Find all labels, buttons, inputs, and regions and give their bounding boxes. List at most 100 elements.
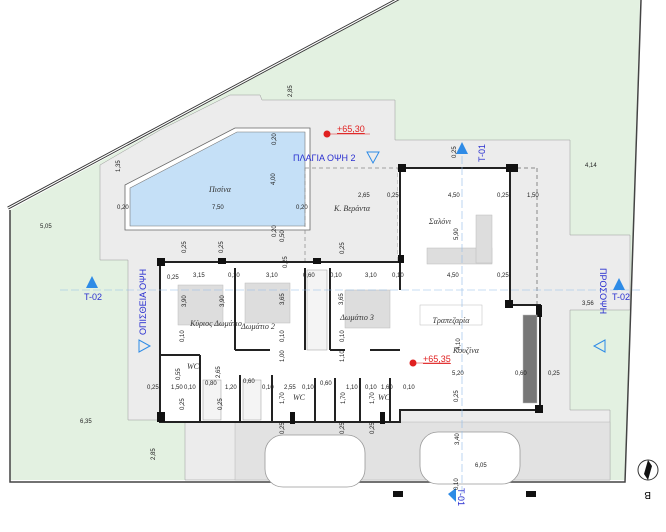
dimension-label: 0,10 bbox=[302, 385, 314, 391]
dimension-label: 0,10 bbox=[340, 330, 346, 342]
room-label-wc: WC bbox=[293, 393, 306, 402]
dimension-label: 7,50 bbox=[212, 205, 224, 211]
dimension-label: 0,25 bbox=[219, 241, 225, 253]
room-label-pool: Πισίνα bbox=[208, 185, 232, 194]
dimension-label: 3,90 bbox=[182, 295, 188, 307]
dimension-label: 1,70 bbox=[370, 392, 376, 404]
dimension-label: 0,25 bbox=[497, 273, 509, 279]
cars bbox=[264, 431, 521, 488]
dimension-label: 0,60 bbox=[303, 273, 315, 279]
dimension-label: 0,25 bbox=[283, 256, 289, 268]
dimension-label: 0,10 bbox=[392, 273, 404, 279]
section-t02-left-label: T-02 bbox=[84, 292, 102, 302]
dimension-label: 6,05 bbox=[475, 463, 487, 469]
dimension-label: 1,70 bbox=[341, 392, 347, 404]
dimension-label: 6,35 bbox=[80, 419, 92, 425]
section-marker-t01-bottom bbox=[448, 488, 456, 502]
level-center: +65,35 bbox=[423, 354, 451, 364]
dimension-label: 2,65 bbox=[216, 366, 222, 378]
dimension-label: 4,00 bbox=[271, 173, 277, 185]
dimension-label: 0,25 bbox=[387, 193, 399, 199]
dimension-label: 0,20 bbox=[272, 225, 278, 237]
dimension-label: 0,10 bbox=[280, 330, 286, 342]
dimension-label: 3,10 bbox=[365, 273, 377, 279]
north-label: B bbox=[644, 489, 651, 500]
elevation-side2-label: ΠΛΑΓΙΑ ΟΨΗ 2 bbox=[293, 153, 356, 163]
dimension-label: 0,10 bbox=[184, 385, 196, 391]
dimension-label: 0,20 bbox=[117, 205, 129, 211]
dimension-label: 0,25 bbox=[370, 422, 376, 434]
room-label-master: Κύριος Δωμάτιο bbox=[189, 319, 242, 328]
dimension-label: 0,10 bbox=[262, 385, 274, 391]
dimension-label: 0,60 bbox=[320, 381, 332, 387]
dimension-label: 0,80 bbox=[205, 381, 217, 387]
room-label-veranda: Κ. Βεράντα bbox=[333, 204, 371, 213]
dimension-label: 0,60 bbox=[515, 371, 527, 377]
dimension-label: 1,50 bbox=[171, 385, 183, 391]
elevation-front-label: ΠΡΟΣΟΨΗ bbox=[598, 268, 608, 314]
dimension-label: 0,10 bbox=[365, 385, 377, 391]
dimension-label: 0,25 bbox=[182, 241, 188, 253]
dimension-label: 1,00 bbox=[280, 350, 286, 362]
room-label-wc: WC bbox=[187, 362, 200, 371]
dimension-label: 0,10 bbox=[403, 385, 415, 391]
dimension-label: 3,15 bbox=[193, 273, 205, 279]
section-marker-t01-top bbox=[456, 142, 468, 154]
elevation-rear-label: ΟΠΙΣΘΕΙΑ ΟΨΗ bbox=[138, 269, 148, 335]
dimension-label: 0,25 bbox=[147, 385, 159, 391]
dimension-label: 4,50 bbox=[448, 193, 460, 199]
room-label-living: Σαλόνι bbox=[428, 217, 451, 226]
room-label-dining: Τραπεζαρία bbox=[433, 316, 471, 325]
section-t02-right-label: T-02 bbox=[612, 292, 630, 302]
level-top: +65,30 bbox=[337, 124, 365, 134]
dimension-label: 0,60 bbox=[243, 379, 255, 385]
section-marker-t02-left bbox=[86, 276, 98, 288]
dimension-label: 0,25 bbox=[180, 398, 186, 410]
dimension-label: 4,14 bbox=[585, 163, 597, 169]
dimension-label: 1,10 bbox=[346, 385, 358, 391]
dimension-label: 2,85 bbox=[151, 448, 157, 460]
room-label-bed3: Δωμάτιο 3 bbox=[339, 313, 374, 322]
dimension-label: 5,05 bbox=[40, 224, 52, 230]
section-t01-top-label: T-01 bbox=[477, 144, 487, 162]
dimension-label: 5,20 bbox=[452, 371, 464, 377]
stair bbox=[202, 269, 328, 421]
dimension-label: 3,65 bbox=[280, 293, 286, 305]
dimension-label: 2,65 bbox=[358, 193, 370, 199]
dimension-label: 1,10 bbox=[340, 350, 346, 362]
dimension-label: 3,56 bbox=[582, 301, 594, 307]
dimension-label: 0,50 bbox=[280, 230, 286, 242]
dimension-label: 0,25 bbox=[548, 371, 560, 377]
dimension-label: 0,10 bbox=[228, 273, 240, 279]
dimension-label: 0,25 bbox=[497, 193, 509, 199]
dimension-label: 0,25 bbox=[454, 390, 460, 402]
room-label-kitchen: Κουζίνα bbox=[452, 346, 480, 355]
dimension-label: 1,50 bbox=[527, 193, 539, 199]
elevation-marker-front bbox=[592, 339, 606, 353]
dimension-label: 2,55 bbox=[284, 385, 296, 391]
dimension-label: 0,55 bbox=[176, 368, 182, 380]
furniture bbox=[177, 214, 538, 404]
dimension-label: 0,25 bbox=[340, 242, 346, 254]
elevation-marker-rear bbox=[138, 339, 152, 353]
dimension-label: 0,25 bbox=[452, 146, 458, 158]
dimension-label: 0,10 bbox=[180, 330, 186, 342]
dimension-label: 3,65 bbox=[339, 293, 345, 305]
dimension-label: 0,25 bbox=[340, 422, 346, 434]
dimension-label: 0,25 bbox=[167, 275, 179, 281]
dimension-label: 0,25 bbox=[280, 422, 286, 434]
dimension-label: 5,90 bbox=[454, 228, 460, 240]
dimension-label: 1,20 bbox=[225, 385, 237, 391]
section-marker-t02-right bbox=[613, 278, 625, 290]
dimension-label: 4,10 bbox=[456, 338, 462, 350]
dimension-label: 2,85 bbox=[288, 85, 294, 97]
dimension-label: 1,35 bbox=[116, 160, 122, 172]
room-label-wc: WC bbox=[378, 393, 391, 402]
dimension-label: 3,10 bbox=[266, 273, 278, 279]
dimension-label: 3,90 bbox=[220, 295, 226, 307]
dimension-label: 4,50 bbox=[447, 273, 459, 279]
dimension-label: 0,20 bbox=[272, 133, 278, 145]
